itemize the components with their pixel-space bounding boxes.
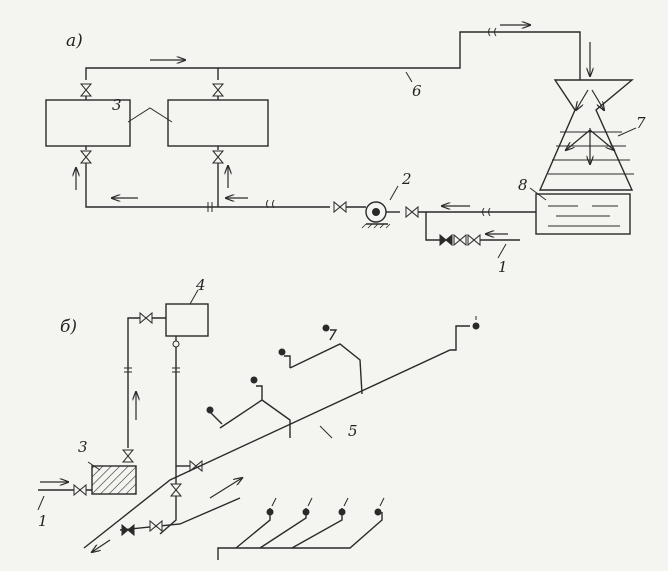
panel-a: а) [45, 25, 646, 276]
tank-3-hatched [91, 465, 137, 495]
valve-icon [170, 483, 182, 497]
callout-b-5: 5 [348, 422, 358, 440]
tank-4 [165, 303, 209, 337]
cooling-tower-7 [538, 79, 637, 191]
branches-upper [206, 324, 363, 438]
valve-icon [405, 206, 419, 218]
panel-b: б) [37, 276, 480, 560]
callout-b-1: 1 [38, 512, 48, 530]
reservoir-8 [529, 187, 631, 235]
callout-a-8: 8 [518, 176, 528, 194]
valve-icon [121, 524, 135, 536]
valve-icon [467, 234, 481, 246]
valve-icon [80, 83, 92, 97]
return-line [76, 163, 366, 213]
callout-a-1: 1 [498, 258, 508, 276]
panel-b-label: б) [60, 317, 77, 337]
tank-3-left [45, 99, 131, 147]
valve-icon [212, 150, 224, 164]
suction-line [386, 206, 536, 259]
supply-line-6 [85, 25, 590, 83]
callout-a-6: 6 [412, 82, 422, 100]
valve-icon [73, 484, 87, 496]
main-line-5 [83, 316, 480, 552]
callout-a-7: 7 [636, 114, 646, 132]
valve-icon [80, 150, 92, 164]
callout-b-3: 3 [78, 438, 88, 456]
valve-icon [122, 449, 134, 463]
callout-b-4: 4 [195, 276, 206, 294]
valve-icon [139, 312, 153, 324]
branches-lower [217, 497, 385, 560]
downpipe-from-tank-4 [159, 336, 203, 535]
pump-2 [361, 185, 399, 229]
callout-a-3: 3 [112, 96, 122, 114]
valve-icon [453, 234, 467, 246]
panel-a-label: а) [66, 31, 83, 51]
valve-icon [149, 520, 163, 532]
inlet-pipe-1 [37, 482, 92, 511]
valve-icon [333, 201, 347, 213]
valve-icon [212, 83, 224, 97]
valve-icon [439, 234, 453, 246]
riser-to-tank-4 [122, 312, 166, 463]
tank-3-right [167, 99, 269, 147]
callout-a-2: 2 [401, 170, 412, 188]
